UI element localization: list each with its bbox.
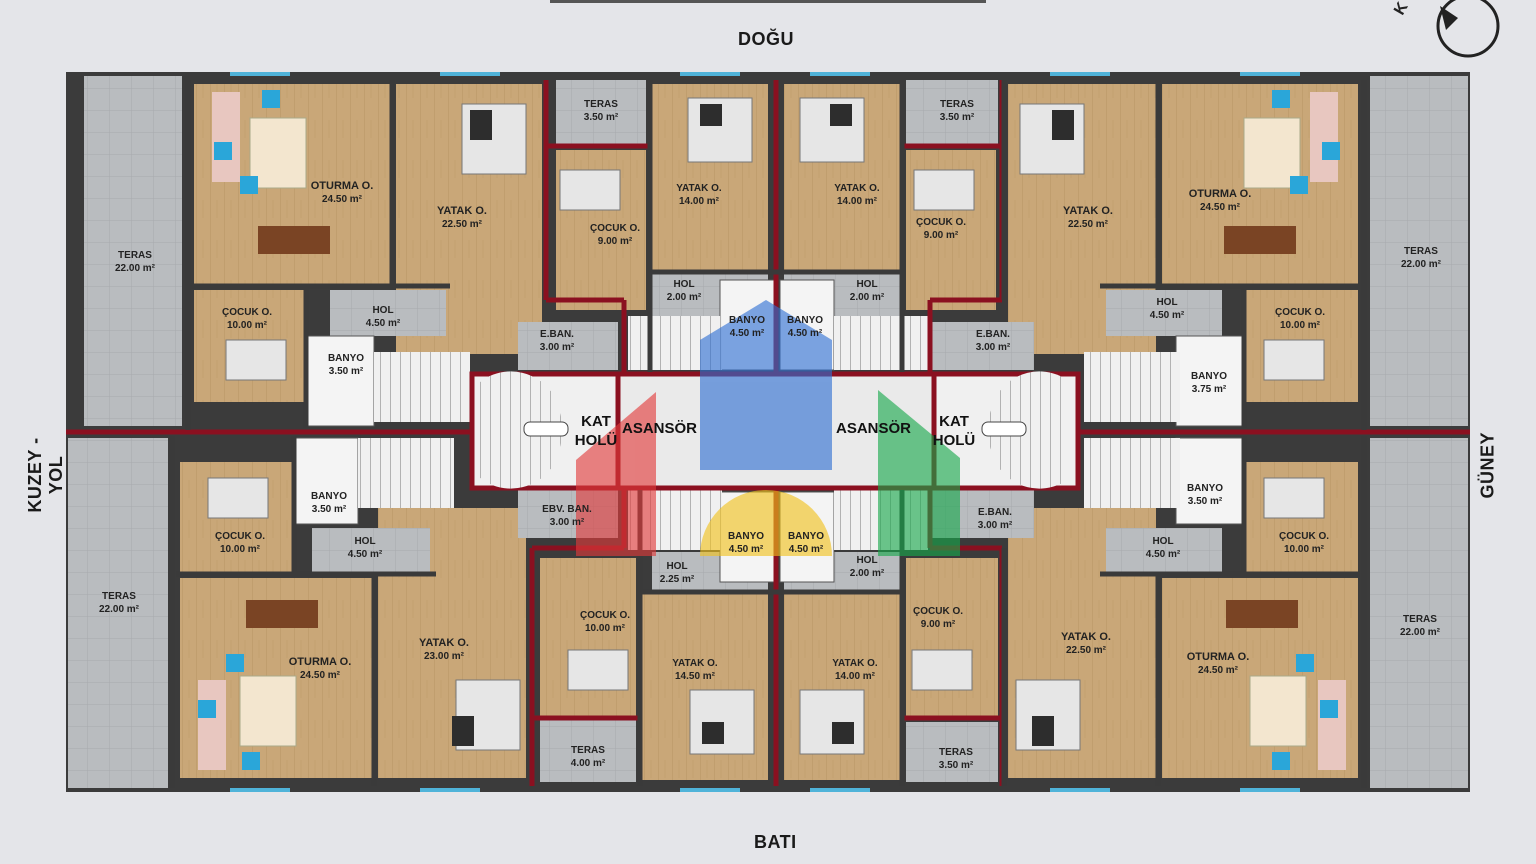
compass-icon: [1436, 0, 1500, 58]
label-floor-hall-right: KAT HOLÜ: [932, 413, 976, 449]
label-elevator-right: ASANSÖR: [836, 420, 912, 437]
label-north-road: KUZEY - YOL: [25, 437, 66, 513]
label-elevator-left: ASANSÖR: [622, 420, 698, 437]
top-bar: [550, 0, 986, 3]
label-south: GÜNEY: [1477, 431, 1498, 499]
label-east: DOĞU: [738, 29, 794, 49]
label-floor-hall-left: KAT HOLÜ: [574, 413, 618, 449]
label-west: BATI: [754, 832, 797, 852]
watermark-logo: [576, 300, 960, 556]
